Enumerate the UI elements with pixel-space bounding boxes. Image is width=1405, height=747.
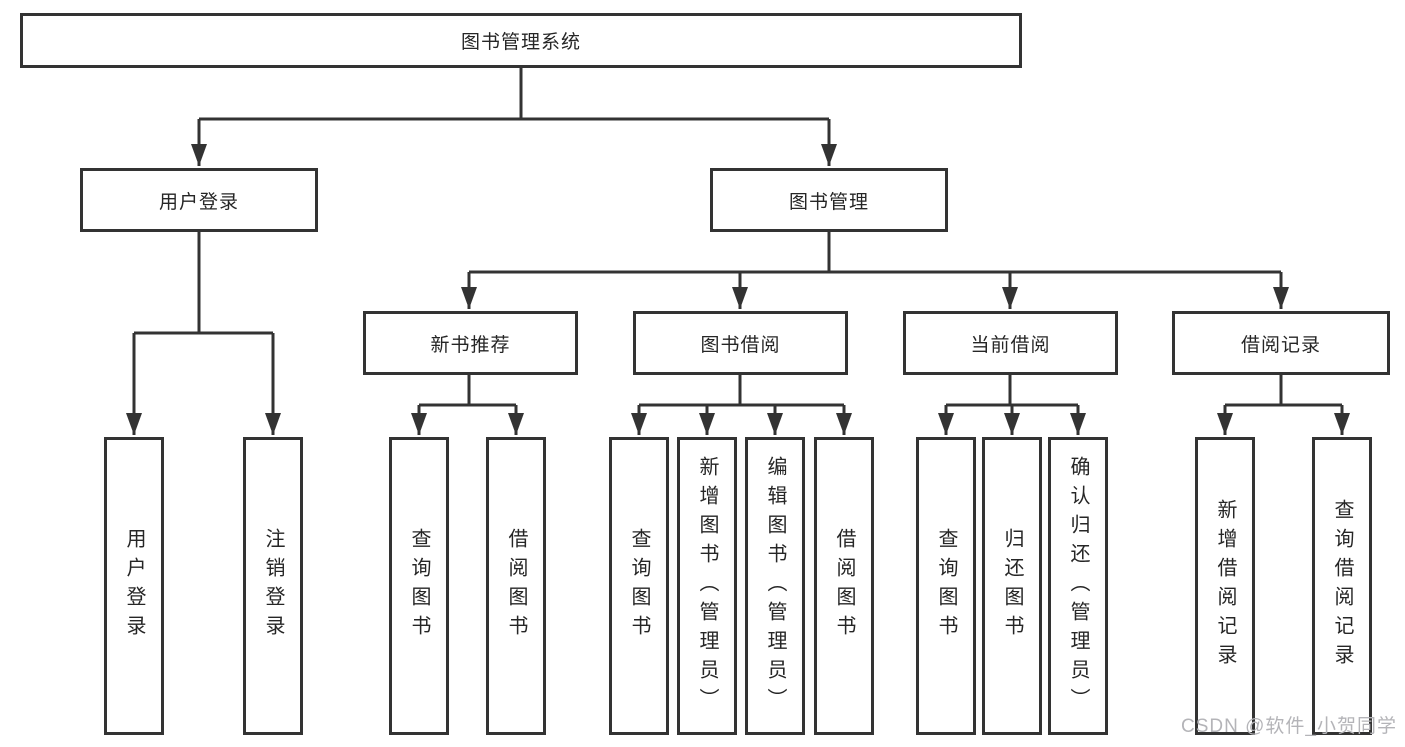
connector-new-book-recommend	[411, 375, 524, 435]
leaf-confirm-return-admin: 确认归还（管理员）	[1048, 437, 1108, 735]
node-root-label: 图书管理系统	[460, 32, 581, 53]
leaf-add-borrow-record-label: 新增借阅记录	[1214, 499, 1236, 673]
node-root: 图书管理系统	[20, 13, 1022, 68]
leaf-query-borrow-record: 查询借阅记录	[1312, 437, 1372, 735]
node-new-book-recommend: 新书推荐	[363, 311, 578, 375]
node-book-management-label: 图书管理	[788, 191, 869, 213]
watermark: CSDN @软件_小贺同学	[1181, 716, 1397, 737]
leaf-logout: 注销登录	[243, 437, 303, 735]
node-borrowing-records: 借阅记录	[1172, 311, 1390, 375]
leaf-query-books-recommend-label: 查询图书	[408, 528, 430, 644]
leaf-logout-label: 注销登录	[262, 528, 284, 644]
node-book-management: 图书管理	[710, 168, 948, 232]
leaf-query-books-borrowing: 查询图书	[609, 437, 669, 735]
leaf-borrow-books-recommend: 借阅图书	[486, 437, 546, 735]
connector-root	[191, 68, 837, 166]
leaf-add-borrow-record: 新增借阅记录	[1195, 437, 1255, 735]
leaf-user-login: 用户登录	[104, 437, 164, 735]
leaf-borrow-books-borrowing-label: 借阅图书	[833, 528, 855, 644]
leaf-edit-books-admin-label: 编辑图书（管理员）	[764, 455, 786, 717]
leaf-query-books-borrowing-label: 查询图书	[628, 528, 650, 644]
node-user-login-label: 用户登录	[158, 191, 239, 213]
leaf-query-books-current: 查询图书	[916, 437, 976, 735]
node-user-login: 用户登录	[80, 168, 318, 232]
connector-book-management	[461, 232, 1289, 309]
leaf-edit-books-admin: 编辑图书（管理员）	[745, 437, 805, 735]
leaf-query-books-current-label: 查询图书	[935, 528, 957, 644]
leaf-query-borrow-record-label: 查询借阅记录	[1331, 499, 1353, 673]
node-new-book-recommend-label: 新书推荐	[430, 334, 511, 356]
leaf-confirm-return-admin-label: 确认归还（管理员）	[1067, 455, 1089, 717]
leaf-add-books-admin: 新增图书（管理员）	[677, 437, 737, 735]
leaf-query-books-recommend: 查询图书	[389, 437, 449, 735]
node-current-borrowing-label: 当前借阅	[970, 334, 1051, 356]
node-current-borrowing: 当前借阅	[903, 311, 1118, 375]
connector-user-login	[126, 232, 281, 435]
leaf-user-login-label: 用户登录	[123, 528, 145, 644]
node-borrowing-records-label: 借阅记录	[1240, 334, 1321, 356]
leaf-return-books-label: 归还图书	[1001, 528, 1023, 644]
connector-current-borrowing	[938, 375, 1086, 435]
connector-book-borrowing	[631, 375, 852, 435]
leaf-return-books: 归还图书	[982, 437, 1042, 735]
leaf-add-books-admin-label: 新增图书（管理员）	[696, 455, 718, 717]
node-book-borrowing: 图书借阅	[633, 311, 848, 375]
leaf-borrow-books-borrowing: 借阅图书	[814, 437, 874, 735]
node-book-borrowing-label: 图书借阅	[700, 334, 781, 356]
leaf-borrow-books-recommend-label: 借阅图书	[505, 528, 527, 644]
connector-borrowing-records	[1217, 375, 1350, 435]
